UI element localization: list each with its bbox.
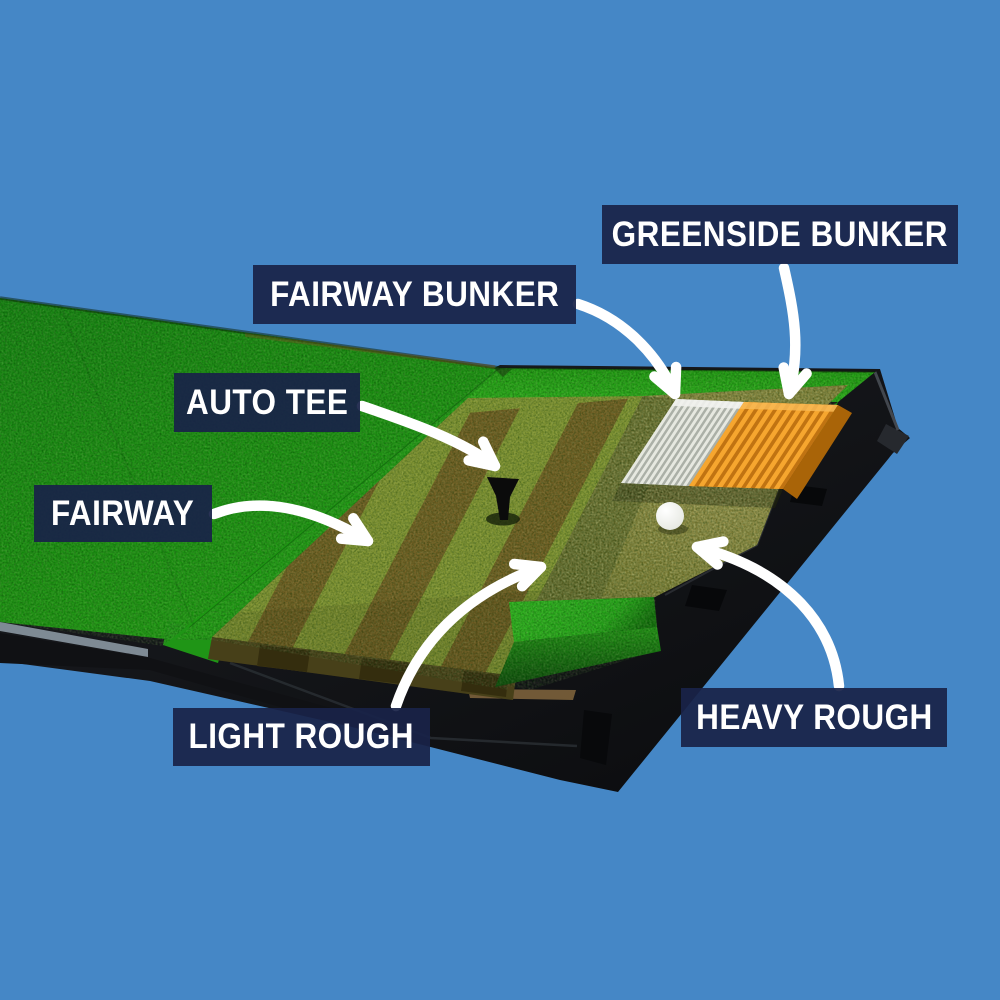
golf-ball [656, 502, 688, 535]
annotation-arrows [208, 262, 845, 712]
arrow-heavy-rough [691, 536, 845, 692]
label-heavy-rough: HEAVY ROUGH [681, 688, 947, 747]
label-fairway-bunker-text: FAIRWAY BUNKER [269, 274, 560, 314]
fairway-bunker-bristles [621, 399, 744, 486]
label-auto-tee-text: AUTO TEE [185, 382, 349, 422]
greenside-bunker-bristles [689, 402, 852, 499]
label-fairway-bunker: FAIRWAY BUNKER [253, 265, 576, 324]
label-heavy-rough-text: HEAVY ROUGH [695, 697, 933, 737]
arrow-light-rough [390, 558, 547, 712]
label-fairway-text: FAIRWAY [51, 493, 195, 533]
arrow-fairway [208, 500, 374, 547]
label-fairway: FAIRWAY [34, 485, 212, 542]
stripe-drape [208, 637, 516, 700]
label-light-rough: LIGHT ROUGH [173, 708, 430, 766]
front-trim [0, 622, 148, 657]
arrow-fairway-bunker [572, 298, 682, 400]
label-auto-tee: AUTO TEE [174, 373, 360, 432]
auto-tee-peg [486, 477, 520, 526]
label-light-rough-text: LIGHT ROUGH [188, 717, 415, 756]
arrow-greenside-bunker [778, 262, 812, 400]
label-greenside-bunker-text: GREENSIDE BUNKER [611, 214, 949, 254]
label-greenside-bunker: GREENSIDE BUNKER [602, 205, 958, 264]
arrow-auto-tee [356, 400, 501, 472]
